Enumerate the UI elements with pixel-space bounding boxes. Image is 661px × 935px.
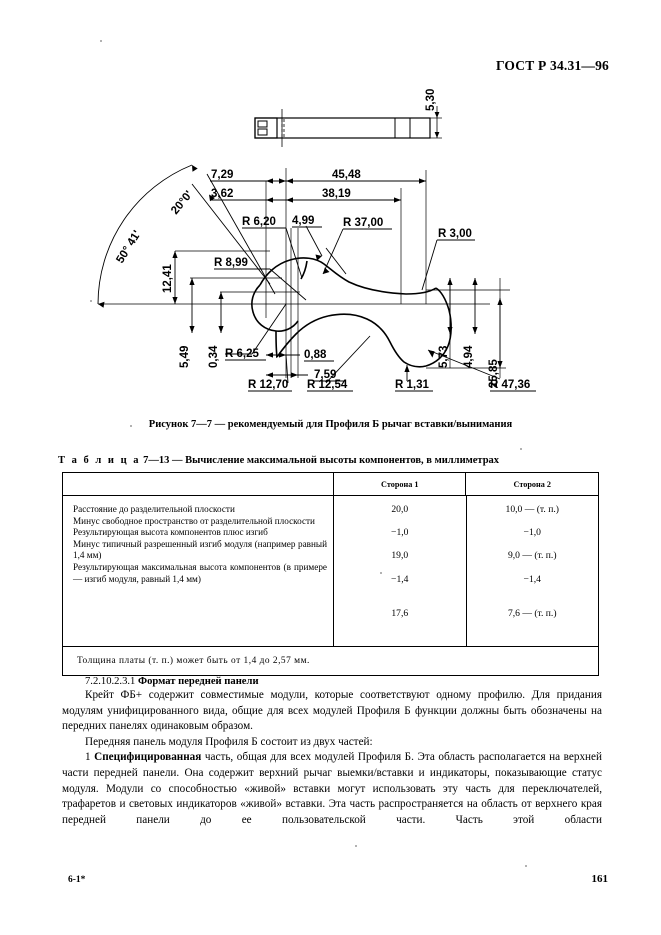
table-caption: Т а б л и ц а 7—13 — Вычисление максимал… — [58, 455, 499, 466]
dim-0-34: 0,34 — [208, 345, 220, 368]
section-heading: 7.2.10.2.3.1 Формат передней панели — [62, 676, 602, 687]
table-caption-rest: 7—13 — Вычисление максимальной высоты ко… — [140, 455, 500, 466]
dim-45-48: 45,48 — [332, 169, 361, 181]
angle-50-41: 50° 41' — [114, 228, 143, 265]
list-number: 1 — [85, 751, 91, 764]
scan-speckle — [525, 865, 527, 867]
dim-5-49: 5,49 — [179, 346, 191, 368]
dim-r-6-20: R 6,20 — [242, 216, 276, 228]
paragraph-3: 1 Специфицированная часть, общая для все… — [62, 750, 602, 828]
technical-drawing: 7,29 45,48 3,62 38,19 4,99 R 37,00 R 6,2… — [70, 78, 630, 408]
paragraph-3-body: часть, общая для всех модулей Профиля Б.… — [62, 751, 602, 826]
table-header-cell-side1: Сторона 1 — [332, 473, 466, 495]
dim-25-85: 25,85 — [488, 359, 500, 388]
dim-0-88: 0,88 — [304, 349, 327, 361]
table-cell-side1: 19,0 — [391, 550, 409, 562]
table-labels-column: Расстояние до разделительной плоскости М… — [63, 496, 333, 646]
construction-lines — [175, 168, 510, 378]
table-row-label: Результирующая высота компонентов плюс и… — [73, 527, 268, 538]
standard-header: ГОСТ Р 34.31—96 — [495, 58, 609, 73]
angle-20-0: 20°0' — [169, 189, 195, 217]
table-row-label: Минус свободное пространство от разделит… — [73, 515, 315, 526]
paragraph-1: Крейт ФБ+ содержит совместимые модули, к… — [62, 689, 602, 733]
components-height-table: Сторона 1 Сторона 2 Расстояние до раздел… — [62, 472, 599, 676]
table-row-label: Минус типичный разрешенный изгиб модуля … — [73, 538, 328, 561]
table-cell-side2: −1,0 — [523, 527, 541, 539]
top-view-profile — [254, 106, 442, 147]
page-number: 161 — [591, 873, 609, 885]
table-cell-side1: −1,0 — [391, 527, 409, 539]
dim-3-62: 3,62 — [211, 188, 233, 200]
table-side1-column: 20,0 −1,0 19,0 −1,4 17,6 — [333, 496, 465, 646]
dimension-lines-top — [210, 178, 426, 203]
table-cell-side2: −1,4 — [523, 573, 541, 585]
dim-r-12-70: R 12,70 — [248, 379, 288, 391]
figure-caption: Рисунок 7—7 — рекомендуемый для Профиля … — [148, 419, 513, 430]
lever-profile-outline — [251, 257, 452, 368]
dim-38-19: 38,19 — [322, 188, 351, 200]
paragraph-3-bold-lead: Специфицированная — [94, 751, 202, 764]
section-title: Формат передней панели — [137, 676, 259, 687]
table-cell-side2: 7,6 — (т. п.) — [507, 608, 557, 620]
scan-speckle — [130, 425, 132, 427]
table-header-row: Сторона 1 Сторона 2 — [63, 473, 598, 496]
dim-r-37-00: R 37,00 — [343, 217, 383, 229]
dim-4-99: 4,99 — [292, 215, 314, 227]
table-row-label: Результирующая максимальная высота компо… — [73, 561, 328, 584]
dim-r-1-31: R 1,31 — [395, 379, 429, 391]
table-footnote: Толщина платы (т. п.) может быть от 1,4 … — [77, 656, 310, 666]
table-side2-column: 10,0 — (т. п.) −1,0 9,0 — (т. п.) −1,4 7… — [465, 496, 598, 646]
dim-7-29: 7,29 — [211, 169, 233, 181]
dim-r-47-36: R 47,36 — [490, 379, 530, 391]
scan-speckle — [520, 448, 522, 450]
dim-r-6-25: R 6,25 — [225, 348, 259, 360]
dimension-lines-right — [447, 278, 503, 368]
table-cell-side1: −1,4 — [391, 573, 409, 585]
table-row-label: Расстояние до разделительной плоскости — [73, 504, 235, 514]
table-cell-side2: 9,0 — (т. п.) — [507, 550, 557, 562]
dim-r-12-54: R 12,54 — [307, 379, 348, 391]
dimension-lines-left — [172, 251, 224, 333]
section-number: 7.2.10.2.3.1 — [85, 676, 136, 687]
dim-5-30: 5,30 — [425, 89, 437, 111]
body-content: 7.2.10.2.3.1 Формат передней панели Крей… — [62, 676, 602, 828]
table-body: Расстояние до разделительной плоскости М… — [63, 496, 598, 647]
dim-4-94: 4,94 — [463, 345, 475, 368]
dim-5-73: 5,73 — [438, 346, 450, 368]
table-header-cell-side2: Сторона 2 — [465, 473, 598, 495]
footer-signature: 6-1* — [68, 875, 86, 885]
dim-r-3-00: R 3,00 — [438, 228, 472, 240]
dim-12-41: 12,41 — [162, 264, 174, 293]
paragraph-2: Передняя панель модуля Профиля Б состоит… — [85, 735, 373, 748]
table-header-cell-empty — [63, 473, 333, 495]
scan-speckle — [380, 572, 382, 574]
dim-7-59: 7,59 — [314, 369, 336, 381]
scan-speckle — [100, 40, 102, 42]
dim-r-8-99: R 8,99 — [214, 257, 248, 269]
scan-speckle — [355, 845, 357, 847]
table-caption-prefix: Т а б л и ц а — [58, 455, 141, 466]
table-cell-side1: 20,0 — [391, 504, 409, 515]
table-cell-side2: 10,0 — (т. п.) — [505, 504, 559, 515]
dimension-lines-bottom — [266, 352, 308, 378]
table-cell-side1: 17,6 — [391, 608, 409, 620]
scan-speckle — [90, 300, 92, 302]
angle-arcs — [97, 164, 276, 308]
